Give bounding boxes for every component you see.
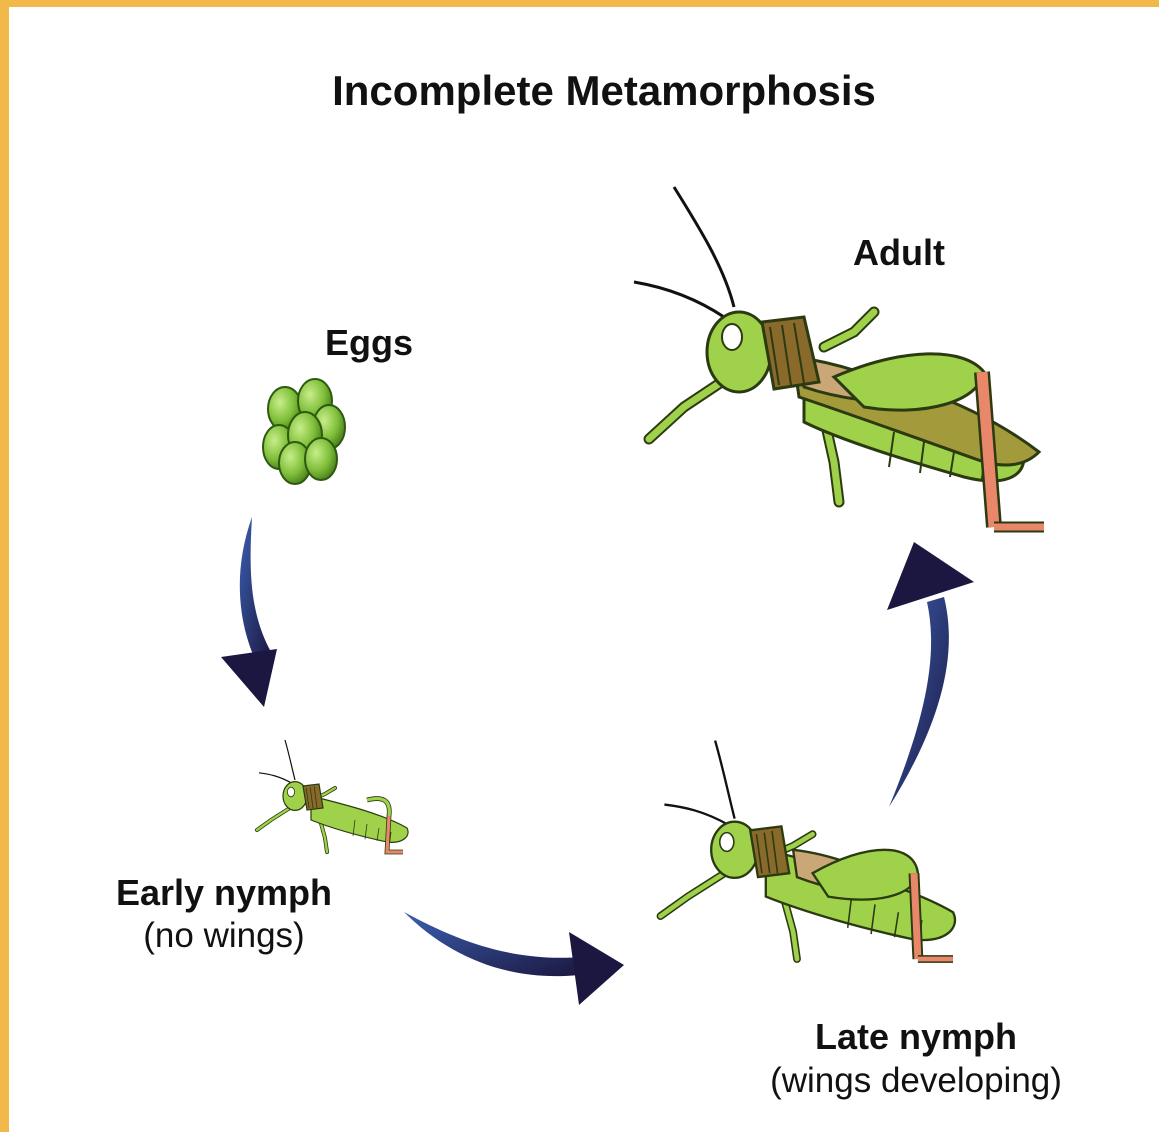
early-nymph-illustration: [257, 740, 408, 852]
late-nymph-note: (wings developing): [770, 1061, 1062, 1100]
page-title: Incomplete Metamorphosis: [332, 67, 876, 114]
life-cycle-diagram: Incomplete Metamorphosis Eggs Early nymp…: [9, 7, 1159, 1132]
late-nymph-label: Late nymph: [815, 1016, 1017, 1057]
arrow-late-nymph-to-adult: [887, 542, 974, 807]
arrow-eggs-to-early-nymph: [221, 517, 277, 707]
arrow-early-to-late-nymph: [404, 912, 624, 1005]
eggs-label: Eggs: [325, 322, 413, 363]
adult-label: Adult: [853, 232, 945, 273]
early-nymph-note: (no wings): [143, 916, 304, 955]
adult-illustration: [634, 187, 1044, 527]
eggs-illustration: [263, 379, 345, 484]
early-nymph-label: Early nymph: [116, 872, 332, 913]
late-nymph-illustration: [661, 741, 955, 959]
